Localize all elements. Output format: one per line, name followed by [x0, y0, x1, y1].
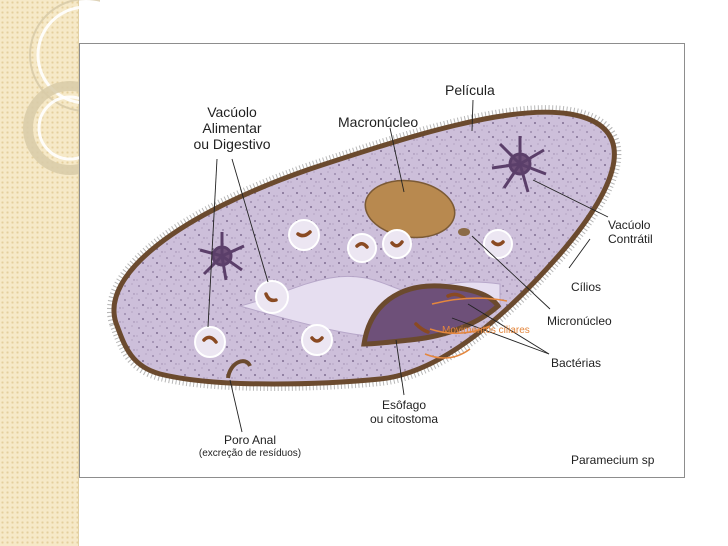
contractile-vacuole-rear: [199, 232, 245, 281]
label-bacterias: Bactérias: [551, 356, 602, 370]
label-vacuolo-alimentar: Vacúolo Alimentar ou Digestivo: [184, 104, 280, 152]
label-vacuolo-contratil: Vacúolo Contrátil: [608, 218, 653, 246]
label-cilios: Cílios: [571, 280, 602, 294]
label-macronucleo: Macronúcleo: [338, 114, 419, 130]
label-poro-anal: Poro Anal (excreção de resíduos): [191, 433, 309, 461]
label-micronucleo: Micronúcleo: [547, 314, 612, 328]
diagram-frame: Película Macronúcleo Vacúolo Alimentar o…: [79, 43, 685, 478]
cilia-movement-arrows: [424, 297, 508, 359]
paramecium-illustration: [107, 99, 622, 433]
label-vacuolo-alimentar-line1: Vacúolo: [207, 104, 257, 120]
anal-pore: [226, 359, 252, 379]
leader-lines: [207, 99, 609, 433]
label-pelicula: Película: [445, 82, 495, 98]
label-esofago-line2: ou citostoma: [369, 412, 439, 426]
label-poro-anal-title: Poro Anal: [223, 433, 277, 447]
label-esofago: Esôfago ou citostoma: [352, 398, 456, 426]
cytostome: [361, 283, 502, 347]
species-caption: Paramecium sp: [571, 453, 655, 467]
label-movimentos-ciliares: Movimentos ciliares: [442, 325, 530, 336]
label-vacuolo-contratil-line1: Vacúolo: [608, 218, 651, 232]
label-esofago-line1: Esôfago: [381, 398, 427, 412]
label-vacuolo-contratil-line2: Contrátil: [608, 232, 653, 246]
bacteria: [202, 230, 505, 344]
contractile-vacuole-front: [491, 136, 547, 193]
label-poro-anal-desc: (excreção de resíduos): [198, 448, 302, 459]
label-vacuolo-alimentar-line3: ou Digestivo: [193, 136, 271, 152]
label-vacuolo-alimentar-line2: Alimentar: [202, 120, 262, 136]
micronucleus: [458, 228, 470, 236]
